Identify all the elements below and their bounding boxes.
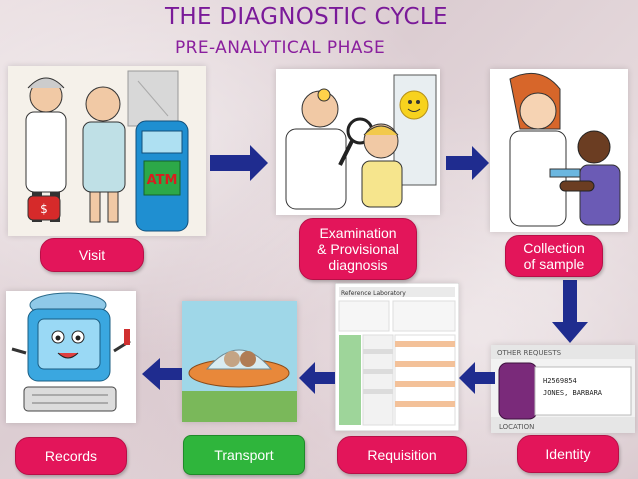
tube-footer: LOCATION bbox=[499, 423, 534, 431]
arrow-visit-to-exam bbox=[210, 145, 268, 181]
arrow-collection-to-identity bbox=[552, 280, 588, 343]
step-visit-label: Visit bbox=[40, 238, 144, 272]
page-subtitle: PRE-ANALYTICAL PHASE bbox=[175, 38, 386, 58]
tube-header: OTHER REQUESTS bbox=[497, 349, 562, 357]
visit-image: $ ATM bbox=[8, 66, 206, 236]
step-requisition-text: Requisition bbox=[367, 447, 437, 463]
arrow-identity-to-requisition bbox=[459, 362, 495, 394]
transport-image bbox=[182, 301, 297, 422]
step-transport-text: Transport bbox=[214, 447, 274, 463]
records-image bbox=[6, 291, 136, 423]
page-title: THE DIAGNOSTIC CYCLE bbox=[165, 4, 448, 30]
step-collection-label: Collection of sample bbox=[505, 235, 603, 277]
step-records-text: Records bbox=[44, 448, 98, 464]
arrow-requisition-to-transport bbox=[299, 362, 335, 394]
svg-text:$: $ bbox=[40, 202, 48, 216]
tube-patient-name: JONES, BARBARA bbox=[543, 389, 603, 397]
form-title: Reference Laboratory bbox=[341, 290, 406, 297]
atm-label: ATM bbox=[147, 173, 178, 188]
arrow-exam-to-collection bbox=[446, 146, 489, 180]
step-identity-text: Identity bbox=[545, 446, 591, 462]
step-examination-label: Examination & Provisional diagnosis bbox=[299, 218, 417, 280]
step-records-label: Records bbox=[15, 437, 127, 475]
requisition-image: Reference Laboratory bbox=[335, 283, 459, 431]
step-identity-label: Identity bbox=[517, 435, 619, 473]
examination-image bbox=[276, 69, 440, 215]
step-visit-text: Visit bbox=[78, 247, 106, 263]
step-examination-text: Examination & Provisional diagnosis bbox=[317, 225, 399, 273]
step-requisition-label: Requisition bbox=[337, 436, 467, 474]
step-collection-text: Collection of sample bbox=[523, 240, 585, 272]
identity-image: OTHER REQUESTS H2569854 JONES, BARBARA L… bbox=[491, 345, 635, 433]
collection-image bbox=[490, 69, 628, 232]
arrow-transport-to-records bbox=[142, 358, 182, 390]
tube-code: H2569854 bbox=[543, 377, 577, 385]
step-transport-label: Transport bbox=[183, 435, 305, 475]
